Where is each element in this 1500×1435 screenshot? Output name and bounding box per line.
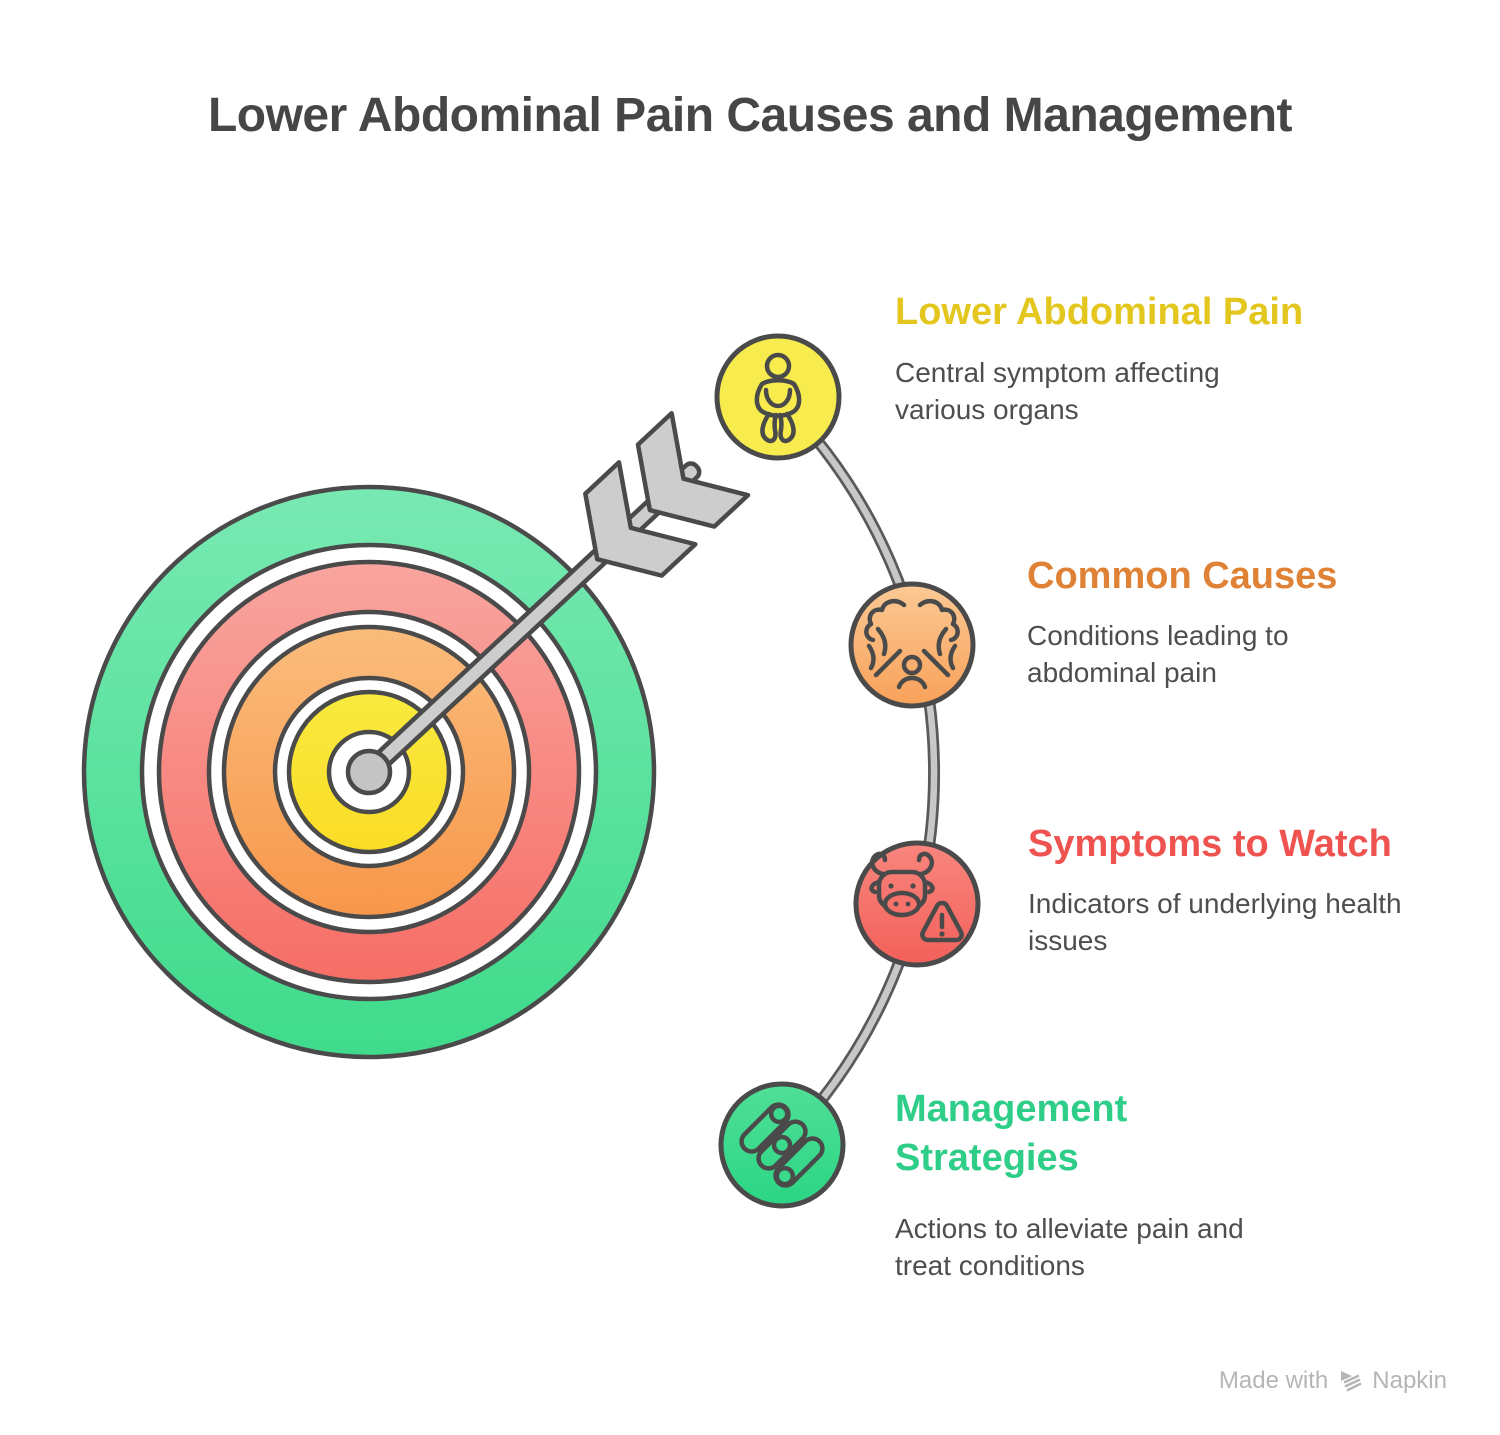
person-abdominal-pain-icon <box>754 352 802 444</box>
made-with-napkin-credit: Made with Napkin <box>1219 1367 1447 1395</box>
node-management-strategies <box>718 1081 846 1209</box>
arrow-fletching <box>635 410 751 529</box>
connector-fill <box>774 393 938 1149</box>
arrow-fletching <box>583 460 698 578</box>
page-title: Lower Abdominal Pain Causes and Manageme… <box>207 89 1293 142</box>
section-lower-abdominal-pain: Lower Abdominal Pain Central symptom aff… <box>895 288 1303 428</box>
stress-causes-icon <box>864 598 960 690</box>
section-heading: Management Strategies <box>895 1088 1128 1179</box>
arrow <box>364 410 751 778</box>
timeline-connector <box>772 391 941 1151</box>
connector-outline <box>772 391 941 1151</box>
section-heading: Symptoms to Watch <box>1028 823 1392 865</box>
section-heading: Lower Abdominal Pain <box>895 291 1304 333</box>
section-description: Actions to alleviate pain and treat cond… <box>895 1213 1244 1282</box>
node-circle-yellow <box>714 333 842 461</box>
section-description: Indicators of underlying health issues <box>1028 887 1402 956</box>
warning-triangle-icon <box>920 900 964 943</box>
made-with-label: Made with <box>1218 1367 1329 1394</box>
napkin-brand-label: Napkin <box>1372 1367 1447 1394</box>
arrow-impact-dot <box>345 748 393 796</box>
treatment-bandages-icon <box>739 1102 825 1188</box>
section-description: Conditions leading to abdominal pain <box>1027 619 1289 688</box>
node-circle-orange <box>848 581 976 709</box>
node-symptoms-to-watch <box>853 840 981 968</box>
section-symptoms-to-watch: Symptoms to Watch Indicators of underlyi… <box>1028 820 1448 959</box>
napkin-logo-icon <box>1341 1371 1362 1392</box>
node-common-causes <box>848 581 976 709</box>
section-common-causes: Common Causes Conditions leading to abdo… <box>1027 552 1367 691</box>
cow-warning-icon <box>869 851 964 943</box>
section-heading: Common Causes <box>1027 555 1338 597</box>
node-lower-abdominal-pain <box>714 333 842 461</box>
section-management-strategies: Management Strategies Actions to allevia… <box>895 1085 1295 1284</box>
section-description: Central symptom affecting various organs <box>895 356 1220 425</box>
